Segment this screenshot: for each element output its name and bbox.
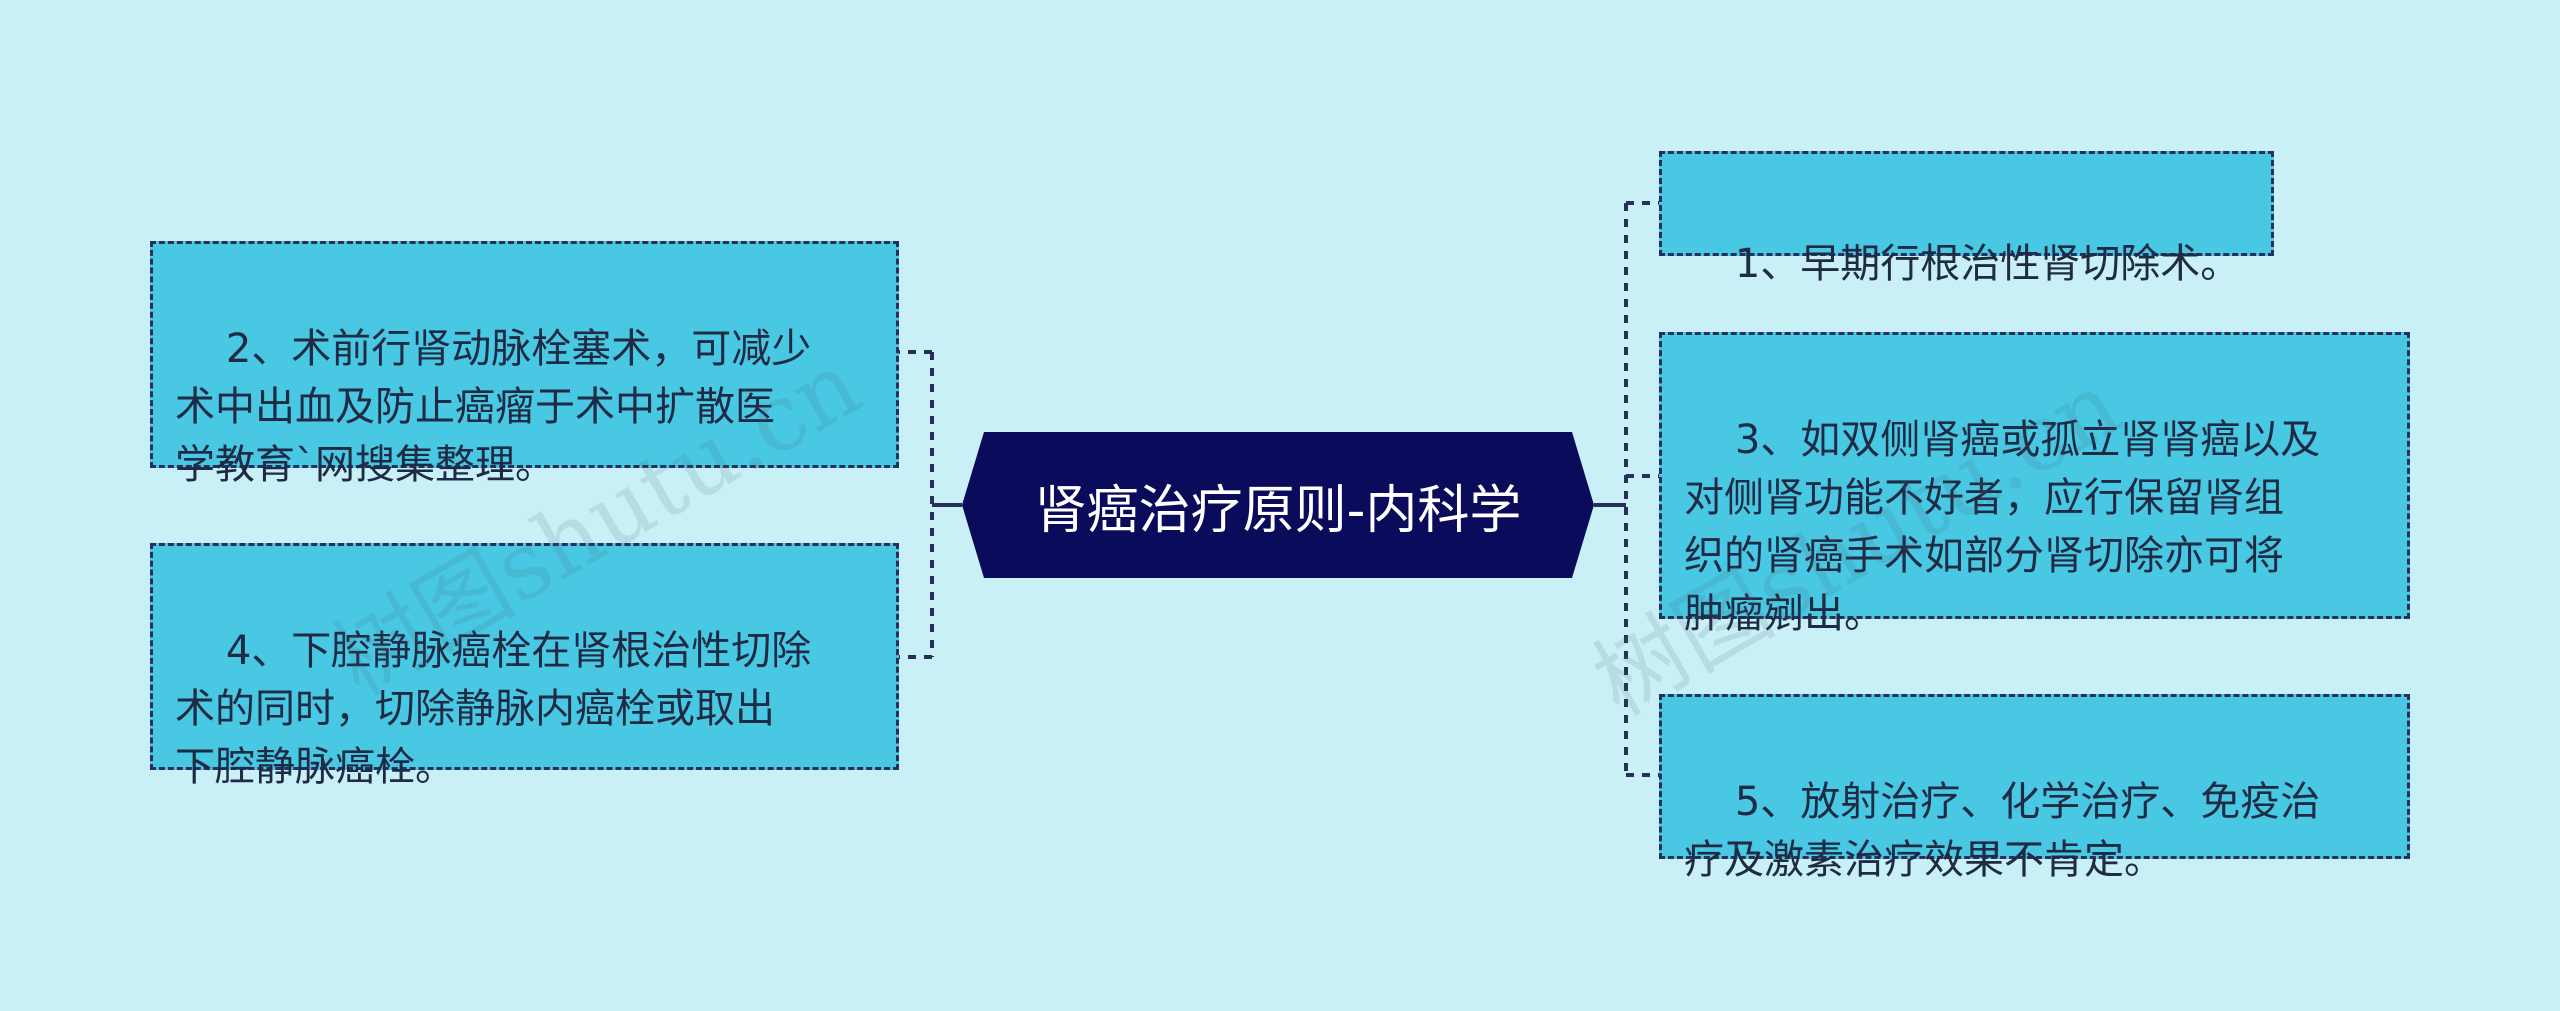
branch-node-5-text: 5、放射治疗、化学治疗、免疫治 疗及激素治疗效果不肯定。 [1684,779,2321,883]
branch-node-2-text: 2、术前行肾动脉栓塞术，可减少 术中出血及防止癌瘤于术中扩散医 学教育`网搜集整… [175,326,812,488]
branch-node-2[interactable]: 2、术前行肾动脉栓塞术，可减少 术中出血及防止癌瘤于术中扩散医 学教育`网搜集整… [150,241,899,488]
branch-node-3-text: 3、如双侧肾癌或孤立肾肾癌以及 对侧肾功能不好者，应行保留肾组 织的肾癌手术如部… [1684,417,2321,637]
branch-node-5[interactable]: 5、放射治疗、化学治疗、免疫治 疗及激素治疗效果不肯定。 [1659,694,2410,883]
branch-node-4[interactable]: 4、下腔静脉癌栓在肾根治性切除 术的同时，切除静脉内癌栓或取出 下腔静脉癌栓。 [150,543,899,790]
branch-node-1[interactable]: 1、早期行根治性肾切除术。 [1659,151,2274,287]
branch-node-3[interactable]: 3、如双侧肾癌或孤立肾肾癌以及 对侧肾功能不好者，应行保留肾组 织的肾癌手术如部… [1659,332,2410,637]
branch-node-4-text: 4、下腔静脉癌栓在肾根治性切除 术的同时，切除静脉内癌栓或取出 下腔静脉癌栓。 [175,628,812,790]
central-topic[interactable]: 肾癌治疗原则-内科学 [962,432,1594,578]
central-topic-label: 肾癌治疗原则-内科学 [1034,480,1522,541]
branch-node-1-text: 1、早期行根治性肾切除术。 [1734,241,2241,287]
central-topic-shape [962,432,1594,578]
